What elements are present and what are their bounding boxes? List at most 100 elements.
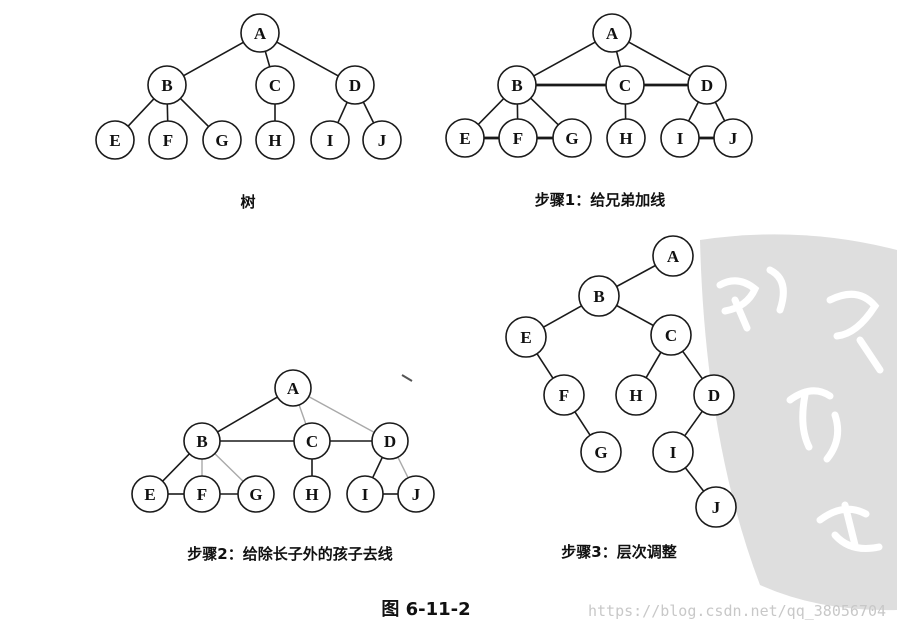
node-j: J bbox=[695, 486, 737, 528]
edge-A-B bbox=[533, 41, 596, 77]
caption-step3: 步骤3：层次调整 bbox=[561, 543, 676, 561]
node-circle bbox=[693, 374, 735, 416]
node-e: E bbox=[95, 120, 135, 160]
node-g: G bbox=[202, 120, 242, 160]
node-label: J bbox=[712, 498, 721, 517]
node-label: I bbox=[677, 129, 684, 148]
edge-C-H bbox=[645, 351, 662, 379]
node-circle bbox=[371, 422, 409, 460]
node-i: I bbox=[346, 475, 384, 513]
node-circle bbox=[713, 118, 753, 158]
node-i: I bbox=[652, 431, 694, 473]
removed-edge-A-C bbox=[298, 404, 307, 425]
node-label: A bbox=[254, 24, 267, 43]
node-d: D bbox=[371, 422, 409, 460]
node-j: J bbox=[713, 118, 753, 158]
node-circle bbox=[362, 120, 402, 160]
node-circle bbox=[183, 422, 221, 460]
node-a: A bbox=[592, 13, 632, 53]
node-label: G bbox=[249, 485, 262, 504]
node-circle bbox=[660, 118, 700, 158]
node-c: C bbox=[255, 65, 295, 105]
node-label: A bbox=[287, 379, 300, 398]
edge-B-G bbox=[530, 97, 559, 126]
node-label: C bbox=[269, 76, 281, 95]
node-circle bbox=[605, 65, 645, 105]
node-circle bbox=[293, 475, 331, 513]
node-label: A bbox=[667, 247, 680, 266]
node-label: H bbox=[629, 386, 642, 405]
node-circle bbox=[346, 475, 384, 513]
node-label: E bbox=[144, 485, 155, 504]
node-b: B bbox=[147, 65, 187, 105]
node-circle bbox=[606, 118, 646, 158]
node-circle bbox=[255, 120, 295, 160]
node-h: H bbox=[615, 374, 657, 416]
node-f: F bbox=[498, 118, 538, 158]
node-c: C bbox=[293, 422, 331, 460]
edge-A-B bbox=[183, 41, 244, 77]
node-a: A bbox=[240, 13, 280, 53]
node-i: I bbox=[310, 120, 350, 160]
node-circle bbox=[202, 120, 242, 160]
node-circle bbox=[148, 120, 188, 160]
node-circle bbox=[274, 369, 312, 407]
node-circle bbox=[497, 65, 537, 105]
node-circle bbox=[335, 65, 375, 105]
step2-diagram: A B C D E F G H I J bbox=[131, 369, 435, 513]
node-f: F bbox=[148, 120, 188, 160]
edge-A-B bbox=[616, 264, 656, 288]
edge-A-D bbox=[276, 41, 339, 77]
node-circle bbox=[293, 422, 331, 460]
node-circle bbox=[578, 275, 620, 317]
caption-step1: 步骤1：给兄弟加线 bbox=[535, 191, 665, 209]
node-d: D bbox=[335, 65, 375, 105]
node-circle bbox=[397, 475, 435, 513]
edge-D-J bbox=[714, 101, 726, 122]
removed-edge-A-D bbox=[308, 395, 375, 434]
node-d: D bbox=[693, 374, 735, 416]
edge-B-E bbox=[477, 98, 505, 125]
node-circle bbox=[615, 374, 657, 416]
figure-label: 图 6-11-2 bbox=[381, 599, 470, 620]
node-a: A bbox=[274, 369, 312, 407]
edge-B-E bbox=[543, 305, 582, 328]
edge-F-G bbox=[574, 411, 591, 436]
node-c: C bbox=[650, 314, 692, 356]
node-label: J bbox=[729, 129, 738, 148]
edge-A-B bbox=[217, 396, 278, 433]
node-label: F bbox=[559, 386, 569, 405]
node-circle bbox=[552, 118, 592, 158]
stray-mark bbox=[401, 374, 413, 382]
node-label: E bbox=[459, 129, 470, 148]
edge-D-I bbox=[684, 410, 703, 437]
node-circle bbox=[652, 431, 694, 473]
node-label: F bbox=[513, 129, 523, 148]
node-circle bbox=[183, 475, 221, 513]
node-d: D bbox=[687, 65, 727, 105]
edge-B-G bbox=[179, 97, 210, 128]
node-e: E bbox=[445, 118, 485, 158]
node-circle bbox=[240, 13, 280, 53]
node-a: A bbox=[652, 235, 694, 277]
edge-A-C bbox=[264, 51, 271, 67]
node-f: F bbox=[183, 475, 221, 513]
node-label: C bbox=[306, 432, 318, 451]
node-b: B bbox=[497, 65, 537, 105]
node-label: J bbox=[412, 485, 421, 504]
node-circle bbox=[543, 374, 585, 416]
node-b: B bbox=[183, 422, 221, 460]
node-circle bbox=[592, 13, 632, 53]
node-label: H bbox=[305, 485, 318, 504]
node-circle bbox=[650, 314, 692, 356]
node-c: C bbox=[605, 65, 645, 105]
edge-A-D bbox=[628, 41, 691, 77]
node-label: B bbox=[593, 287, 604, 306]
node-circle bbox=[652, 235, 694, 277]
node-j: J bbox=[362, 120, 402, 160]
node-circle bbox=[580, 431, 622, 473]
node-label: B bbox=[161, 76, 172, 95]
